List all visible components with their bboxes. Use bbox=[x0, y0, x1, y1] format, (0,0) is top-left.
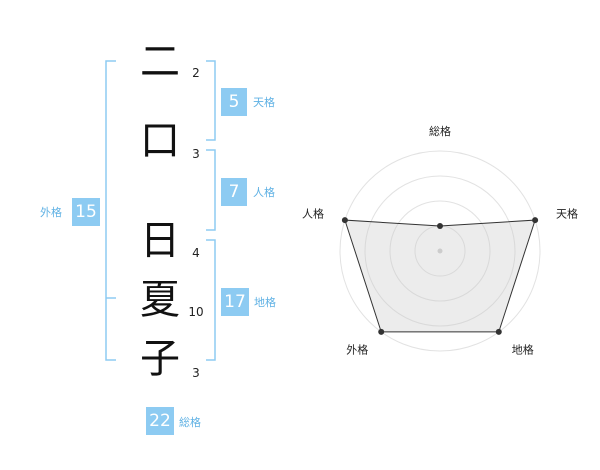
stroke-count-4: 10 bbox=[188, 305, 204, 319]
radar-axis-label-4: 外格 bbox=[346, 343, 368, 357]
radar-axis-label-5: 人格 bbox=[302, 206, 324, 220]
soukaku-label: 総格 bbox=[179, 416, 201, 429]
jinkaku-label: 人格 bbox=[253, 186, 275, 199]
radar-point-5 bbox=[341, 217, 348, 224]
radar-axis-label-2: 天格 bbox=[556, 206, 578, 220]
jinkaku-bracket bbox=[206, 149, 216, 231]
tenkaku-badge: 5 bbox=[221, 88, 247, 116]
radar-axis-label-1: 総格 bbox=[429, 124, 451, 138]
gaikaku-badge: 15 bbox=[72, 198, 100, 226]
stroke-count-3: 4 bbox=[192, 246, 200, 260]
radar-center bbox=[437, 248, 443, 254]
chikaku-badge: 17 bbox=[221, 288, 249, 316]
chikaku-bracket bbox=[206, 239, 216, 361]
radar-area bbox=[344, 219, 536, 333]
radar-point-1 bbox=[437, 223, 443, 229]
radar-ring-3 bbox=[364, 175, 516, 327]
gaikaku-label: 外格 bbox=[40, 206, 62, 219]
radar-point-3 bbox=[495, 328, 502, 335]
name-char-3: 日 bbox=[140, 218, 180, 264]
radar-point-4 bbox=[378, 328, 385, 335]
soukaku-badge: 22 bbox=[146, 407, 174, 435]
stroke-count-1: 2 bbox=[192, 66, 200, 80]
name-char-5: 子 bbox=[140, 336, 180, 382]
gaikaku-bracket bbox=[105, 60, 116, 361]
stroke-count-2: 3 bbox=[192, 147, 200, 161]
tenkaku-label: 天格 bbox=[253, 96, 275, 109]
tenkaku-bracket bbox=[206, 60, 216, 141]
stroke-count-5: 3 bbox=[192, 366, 200, 380]
radar-point-2 bbox=[532, 217, 539, 224]
name-char-4: 夏 bbox=[140, 277, 180, 323]
jinkaku-badge: 7 bbox=[221, 178, 247, 206]
radar-ring-2 bbox=[389, 200, 491, 302]
chikaku-label: 地格 bbox=[254, 296, 276, 309]
name-char-2: 口 bbox=[140, 118, 180, 164]
radar-axis-label-3: 地格 bbox=[512, 343, 534, 357]
name-char-1: 二 bbox=[140, 39, 180, 85]
